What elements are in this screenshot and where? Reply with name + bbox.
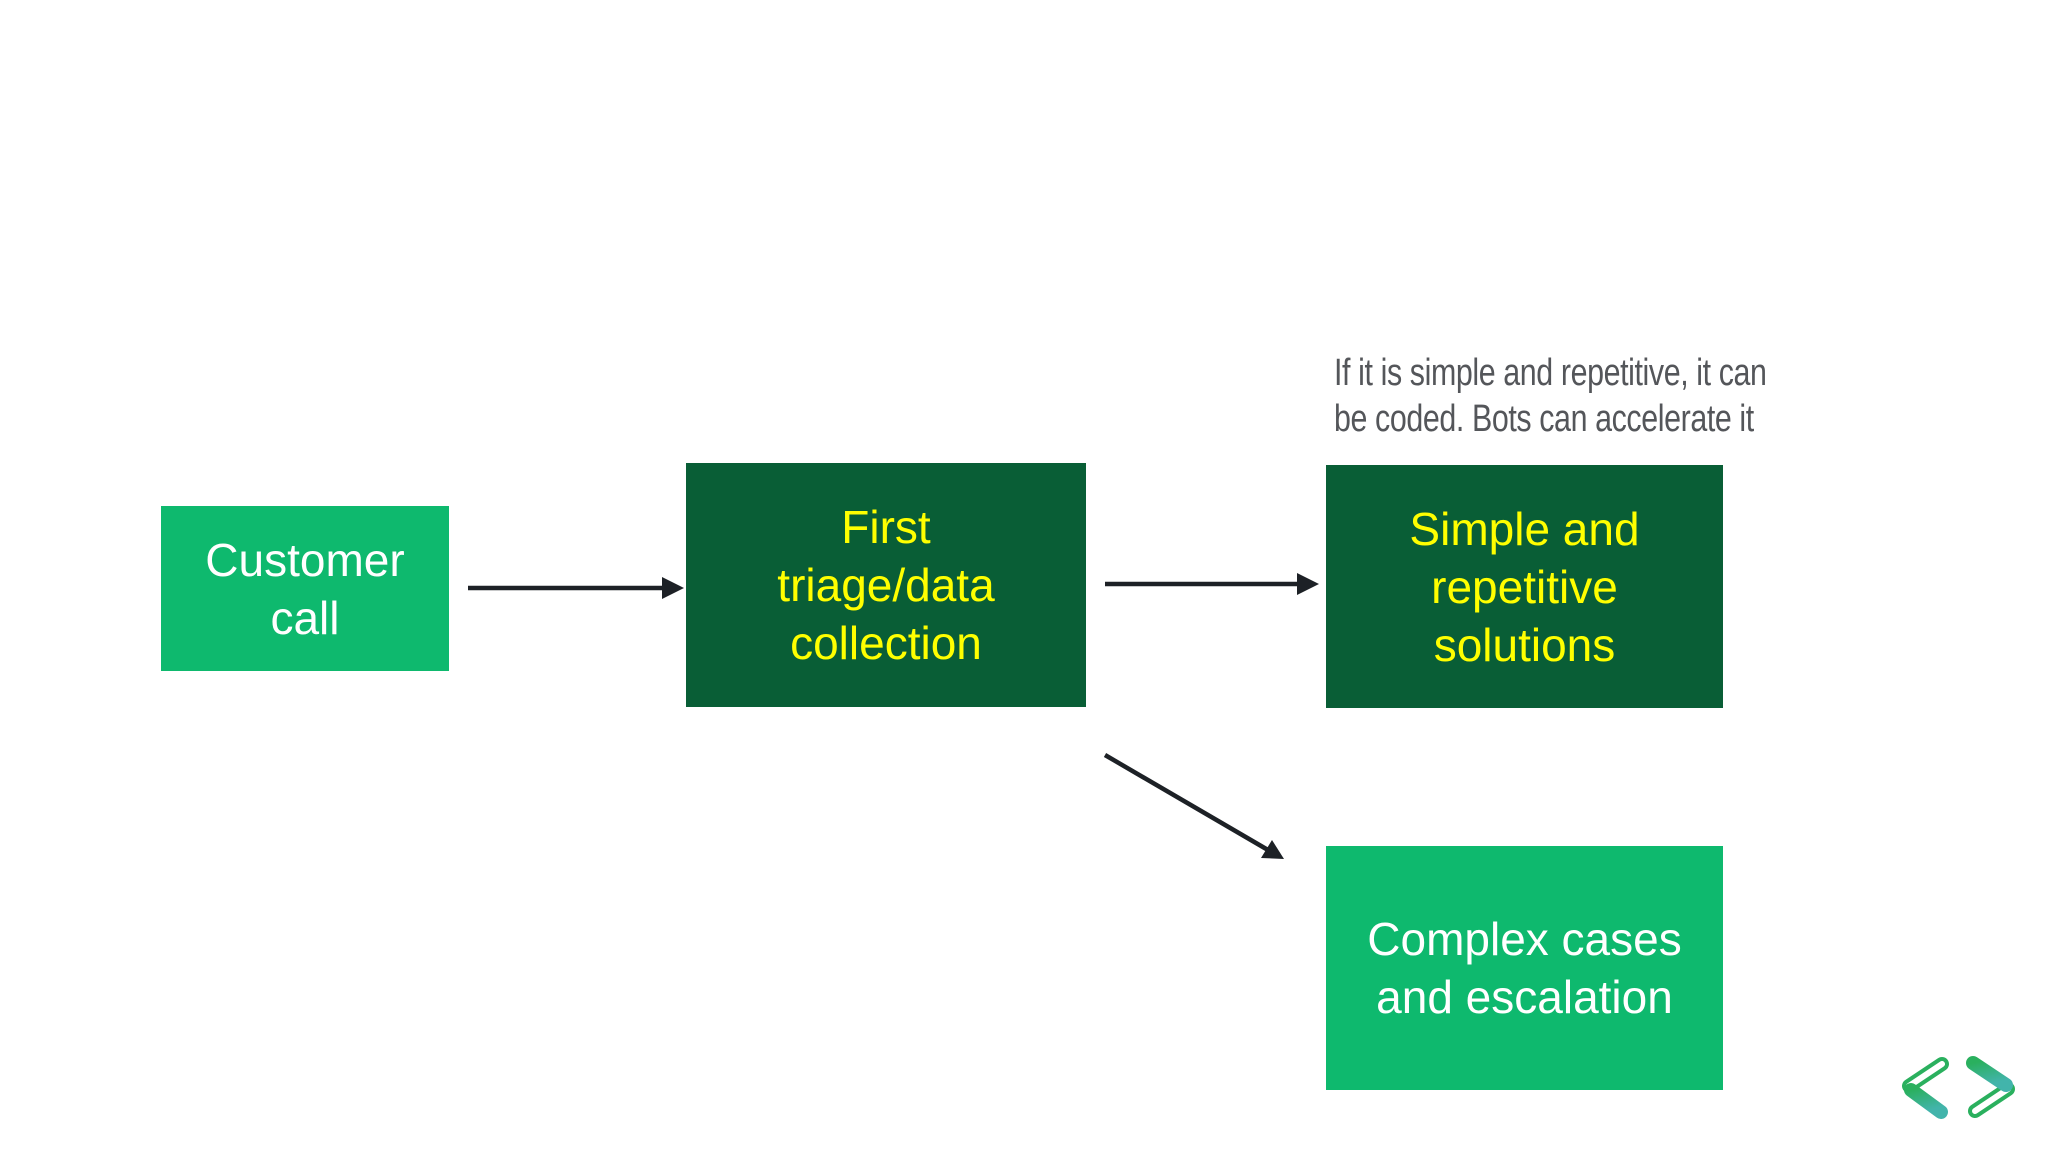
node-label-line: triage/data bbox=[777, 559, 995, 611]
node-label-line: First bbox=[841, 501, 931, 553]
node-customer-call: Customer call bbox=[161, 506, 449, 671]
node-label-line: Simple and bbox=[1409, 502, 1640, 555]
annotation-line: be coded. Bots can accelerate it bbox=[1334, 398, 1754, 440]
node-simple-and-repetitive-solutions: Simple and repetitive solutions bbox=[1326, 465, 1723, 708]
node-first-triage-data-collection: First triage/data collection bbox=[686, 463, 1086, 707]
node-label-line: and escalation bbox=[1376, 971, 1673, 1023]
annotation-line: If it is simple and repetitive, it can bbox=[1334, 352, 1767, 394]
node-label: Complex cases and escalation bbox=[1367, 910, 1681, 1026]
node-label: Simple and repetitive solutions bbox=[1409, 500, 1639, 674]
node-complex-cases-and-escalation: Complex cases and escalation bbox=[1326, 846, 1723, 1090]
arrow-shaft bbox=[1103, 753, 1270, 852]
node-label-line: Complex cases bbox=[1367, 913, 1682, 965]
node-label-line: solutions bbox=[1433, 618, 1616, 671]
arrow-customer-to-triage bbox=[468, 577, 684, 599]
arrow-head-icon bbox=[1261, 840, 1284, 859]
left-chevron-icon bbox=[1902, 1057, 1949, 1119]
arrow-head-icon bbox=[662, 577, 684, 599]
arrow-head-icon bbox=[1297, 573, 1319, 595]
node-label-line: call bbox=[270, 591, 340, 644]
node-label-line: Customer bbox=[205, 533, 405, 586]
node-label-line: repetitive bbox=[1431, 560, 1618, 613]
node-label: First triage/data collection bbox=[777, 498, 994, 672]
right-chevron-icon bbox=[1966, 1056, 2015, 1118]
annotation-text: If it is simple and repetitive, it can b… bbox=[1334, 350, 1767, 442]
arrow-triage-to-simple bbox=[1105, 573, 1319, 595]
node-label-line: collection bbox=[790, 617, 982, 669]
node-label: Customer call bbox=[205, 531, 404, 647]
arrow-triage-to-complex bbox=[1103, 753, 1284, 859]
